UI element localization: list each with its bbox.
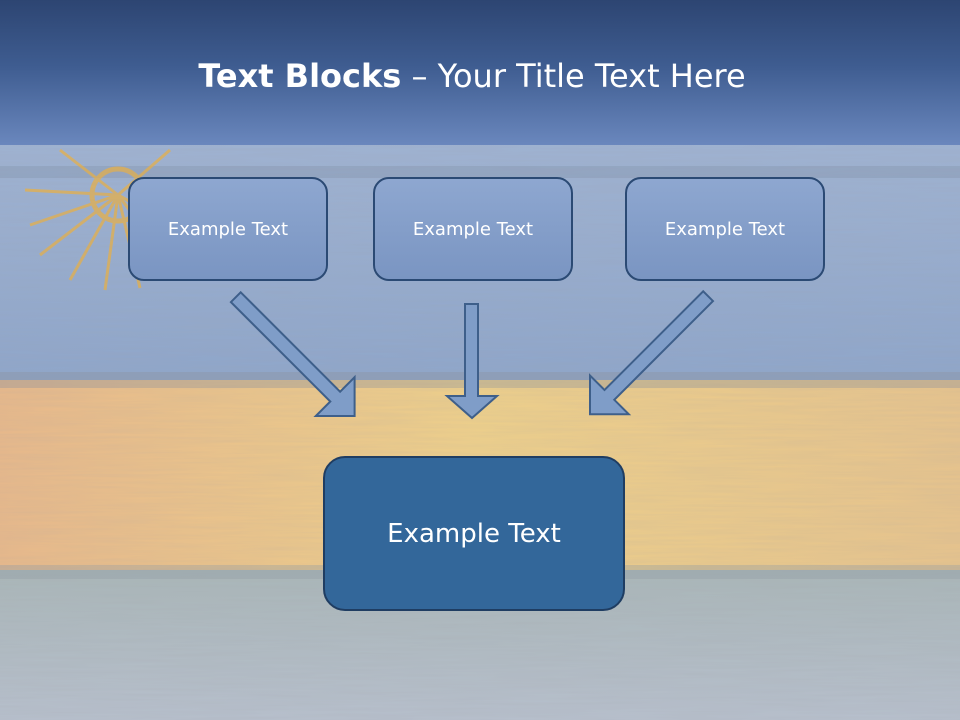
text-block-2-label: Example Text xyxy=(412,218,534,240)
text-block-1-label: Example Text xyxy=(167,218,289,240)
title-bar: Text Blocks – Your Title Text Here xyxy=(0,0,960,145)
slide-title: Text Blocks – Your Title Text Here xyxy=(0,56,944,96)
main-text-block[interactable]: Example Text xyxy=(323,456,625,611)
title-bold: Text Blocks xyxy=(198,57,402,95)
text-block-3-label: Example Text xyxy=(664,218,786,240)
text-block-2[interactable]: Example Text xyxy=(373,177,573,281)
text-block-3[interactable]: Example Text xyxy=(625,177,825,281)
title-rest: Your Title Text Here xyxy=(437,57,746,95)
arrow-left xyxy=(229,290,356,417)
title-dash: – xyxy=(411,57,428,95)
arrow-center xyxy=(444,303,500,420)
arrow-right xyxy=(589,289,715,416)
main-text-block-label: Example Text xyxy=(387,518,561,549)
text-block-1[interactable]: Example Text xyxy=(128,177,328,281)
